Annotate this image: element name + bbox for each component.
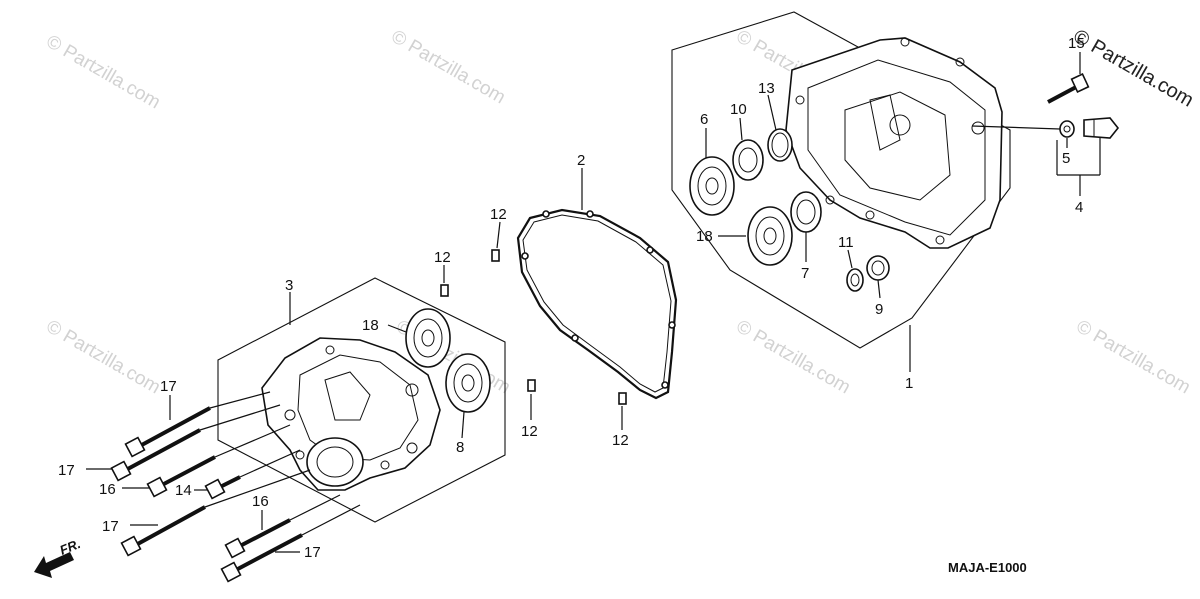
bearing-6 xyxy=(689,156,735,216)
watermark: © Partzilla.com xyxy=(1073,316,1194,398)
bearing-8 xyxy=(445,353,491,413)
watermark: © Partzilla.com xyxy=(733,316,854,398)
leader-lines xyxy=(86,52,1101,553)
watermarks: © Partzilla.com © Partzilla.com © Partzi… xyxy=(43,25,1198,398)
gasket-2 xyxy=(516,208,678,400)
callout-5: 5 xyxy=(1062,150,1070,167)
callout-17: 17 xyxy=(304,544,321,561)
callout-6: 6 xyxy=(700,111,708,128)
callout-7: 7 xyxy=(801,265,809,282)
callout-1: 1 xyxy=(905,375,913,392)
callout-9: 9 xyxy=(875,301,883,318)
bearing-18-right xyxy=(747,206,793,266)
left-case-assembly xyxy=(217,277,506,523)
callout-14: 14 xyxy=(175,482,192,499)
callout-10: 10 xyxy=(730,101,747,118)
bolt-15 xyxy=(1047,73,1090,104)
callout-12: 12 xyxy=(434,249,451,266)
washer-5 xyxy=(1059,120,1075,138)
callout-13: 13 xyxy=(758,80,775,97)
callout-17: 17 xyxy=(102,518,119,535)
bolt-16 xyxy=(224,494,341,559)
circlip-13 xyxy=(767,128,793,162)
left-case-cover xyxy=(261,337,441,491)
callout-8: 8 xyxy=(456,439,464,456)
bolt-17 xyxy=(110,404,281,482)
diagram-code: MAJA-E1000 xyxy=(948,560,1027,575)
callout-12: 12 xyxy=(612,432,629,449)
dowel-pin-12 xyxy=(618,392,627,405)
callout-17: 17 xyxy=(58,462,75,479)
callout-3: 3 xyxy=(285,277,293,294)
drain-plug-4 xyxy=(1083,117,1120,139)
callout-2: 2 xyxy=(577,152,585,169)
assembly-box-3 xyxy=(217,277,506,523)
bearing-10 xyxy=(732,139,764,181)
callouts: 1 2 3 4 5 6 7 8 9 10 11 12 12 12 12 13 1… xyxy=(58,35,1085,561)
seal-11 xyxy=(846,268,864,292)
front-direction-arrow: FR. xyxy=(34,536,83,578)
watermark: © Partzilla.com xyxy=(388,26,509,108)
watermark: © Partzilla.com xyxy=(43,31,164,113)
callout-16: 16 xyxy=(252,493,269,510)
callout-4: 4 xyxy=(1075,199,1083,216)
callout-12: 12 xyxy=(490,206,507,223)
bolt-17 xyxy=(220,504,361,583)
bearing-7 xyxy=(790,191,822,233)
callout-12: 12 xyxy=(521,423,538,440)
bolt-17 xyxy=(124,391,271,458)
dowel-pin-12 xyxy=(491,249,500,262)
callout-11: 11 xyxy=(838,234,854,251)
callout-15: 15 xyxy=(1068,35,1085,52)
callout-18: 18 xyxy=(362,317,379,334)
front-marker: FR. xyxy=(58,536,83,558)
dowel-pin-12 xyxy=(527,379,536,392)
watermark-corner: © Partzilla.com xyxy=(1070,25,1198,111)
bolt-14 xyxy=(204,449,301,500)
callout-17: 17 xyxy=(160,378,177,395)
watermark: © Partzilla.com xyxy=(43,316,164,398)
bearing-18-left xyxy=(405,308,451,368)
collar-9 xyxy=(866,255,890,281)
right-case-assembly xyxy=(671,11,1011,349)
dowel-pin-12 xyxy=(440,284,449,297)
bolt-16 xyxy=(146,424,291,498)
callout-16: 16 xyxy=(99,481,116,498)
bolt-17 xyxy=(120,469,311,557)
arrow-icon xyxy=(34,552,74,578)
callout-18: 18 xyxy=(696,228,713,245)
